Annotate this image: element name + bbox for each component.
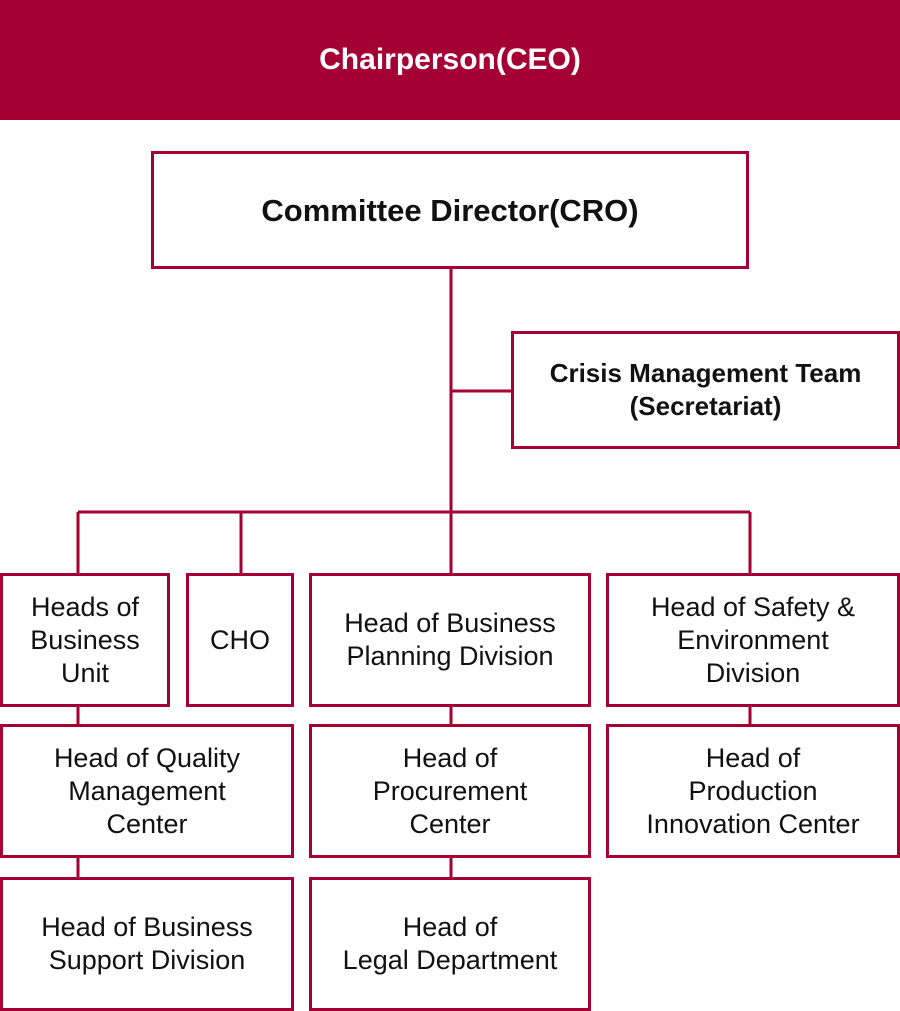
- cho-label: CHO: [210, 624, 270, 655]
- crisis-management-team-label: Crisis Management Team (Secretariat): [549, 358, 862, 421]
- chairperson-ceo-header: Chairperson(CEO): [0, 0, 900, 120]
- quality-management-center-label: Head of Quality Management Center: [53, 742, 241, 839]
- business-planning-division-box: Head of Business Planning Division: [309, 573, 591, 707]
- chairperson-ceo-label: Chairperson(CEO): [319, 43, 581, 76]
- business-support-division-label: Head of Business Support Division: [41, 912, 253, 975]
- production-innovation-center-box: Head of Production Innovation Center: [606, 724, 900, 858]
- legal-department-label: Head of Legal Department: [342, 912, 558, 975]
- quality-management-center-box: Head of Quality Management Center: [0, 724, 294, 858]
- cho-box: CHO: [186, 573, 294, 707]
- safety-environment-division-box: Head of Safety & Environment Division: [606, 573, 900, 707]
- heads-of-business-unit-box: Heads of Business Unit: [0, 573, 170, 707]
- heads-of-business-unit-label: Heads of Business Unit: [30, 591, 140, 688]
- business-planning-division-label: Head of Business Planning Division: [344, 608, 556, 671]
- committee-director-label: Committee Director(CRO): [261, 192, 639, 228]
- crisis-management-team-box: Crisis Management Team (Secretariat): [511, 331, 900, 449]
- procurement-center-label: Head of Procurement Center: [372, 742, 528, 839]
- business-support-division-box: Head of Business Support Division: [0, 877, 294, 1011]
- committee-director-box: Committee Director(CRO): [151, 151, 749, 269]
- safety-environment-division-label: Head of Safety & Environment Division: [650, 591, 856, 688]
- production-innovation-center-label: Head of Production Innovation Center: [646, 742, 860, 839]
- legal-department-box: Head of Legal Department: [309, 877, 591, 1011]
- procurement-center-box: Head of Procurement Center: [309, 724, 591, 858]
